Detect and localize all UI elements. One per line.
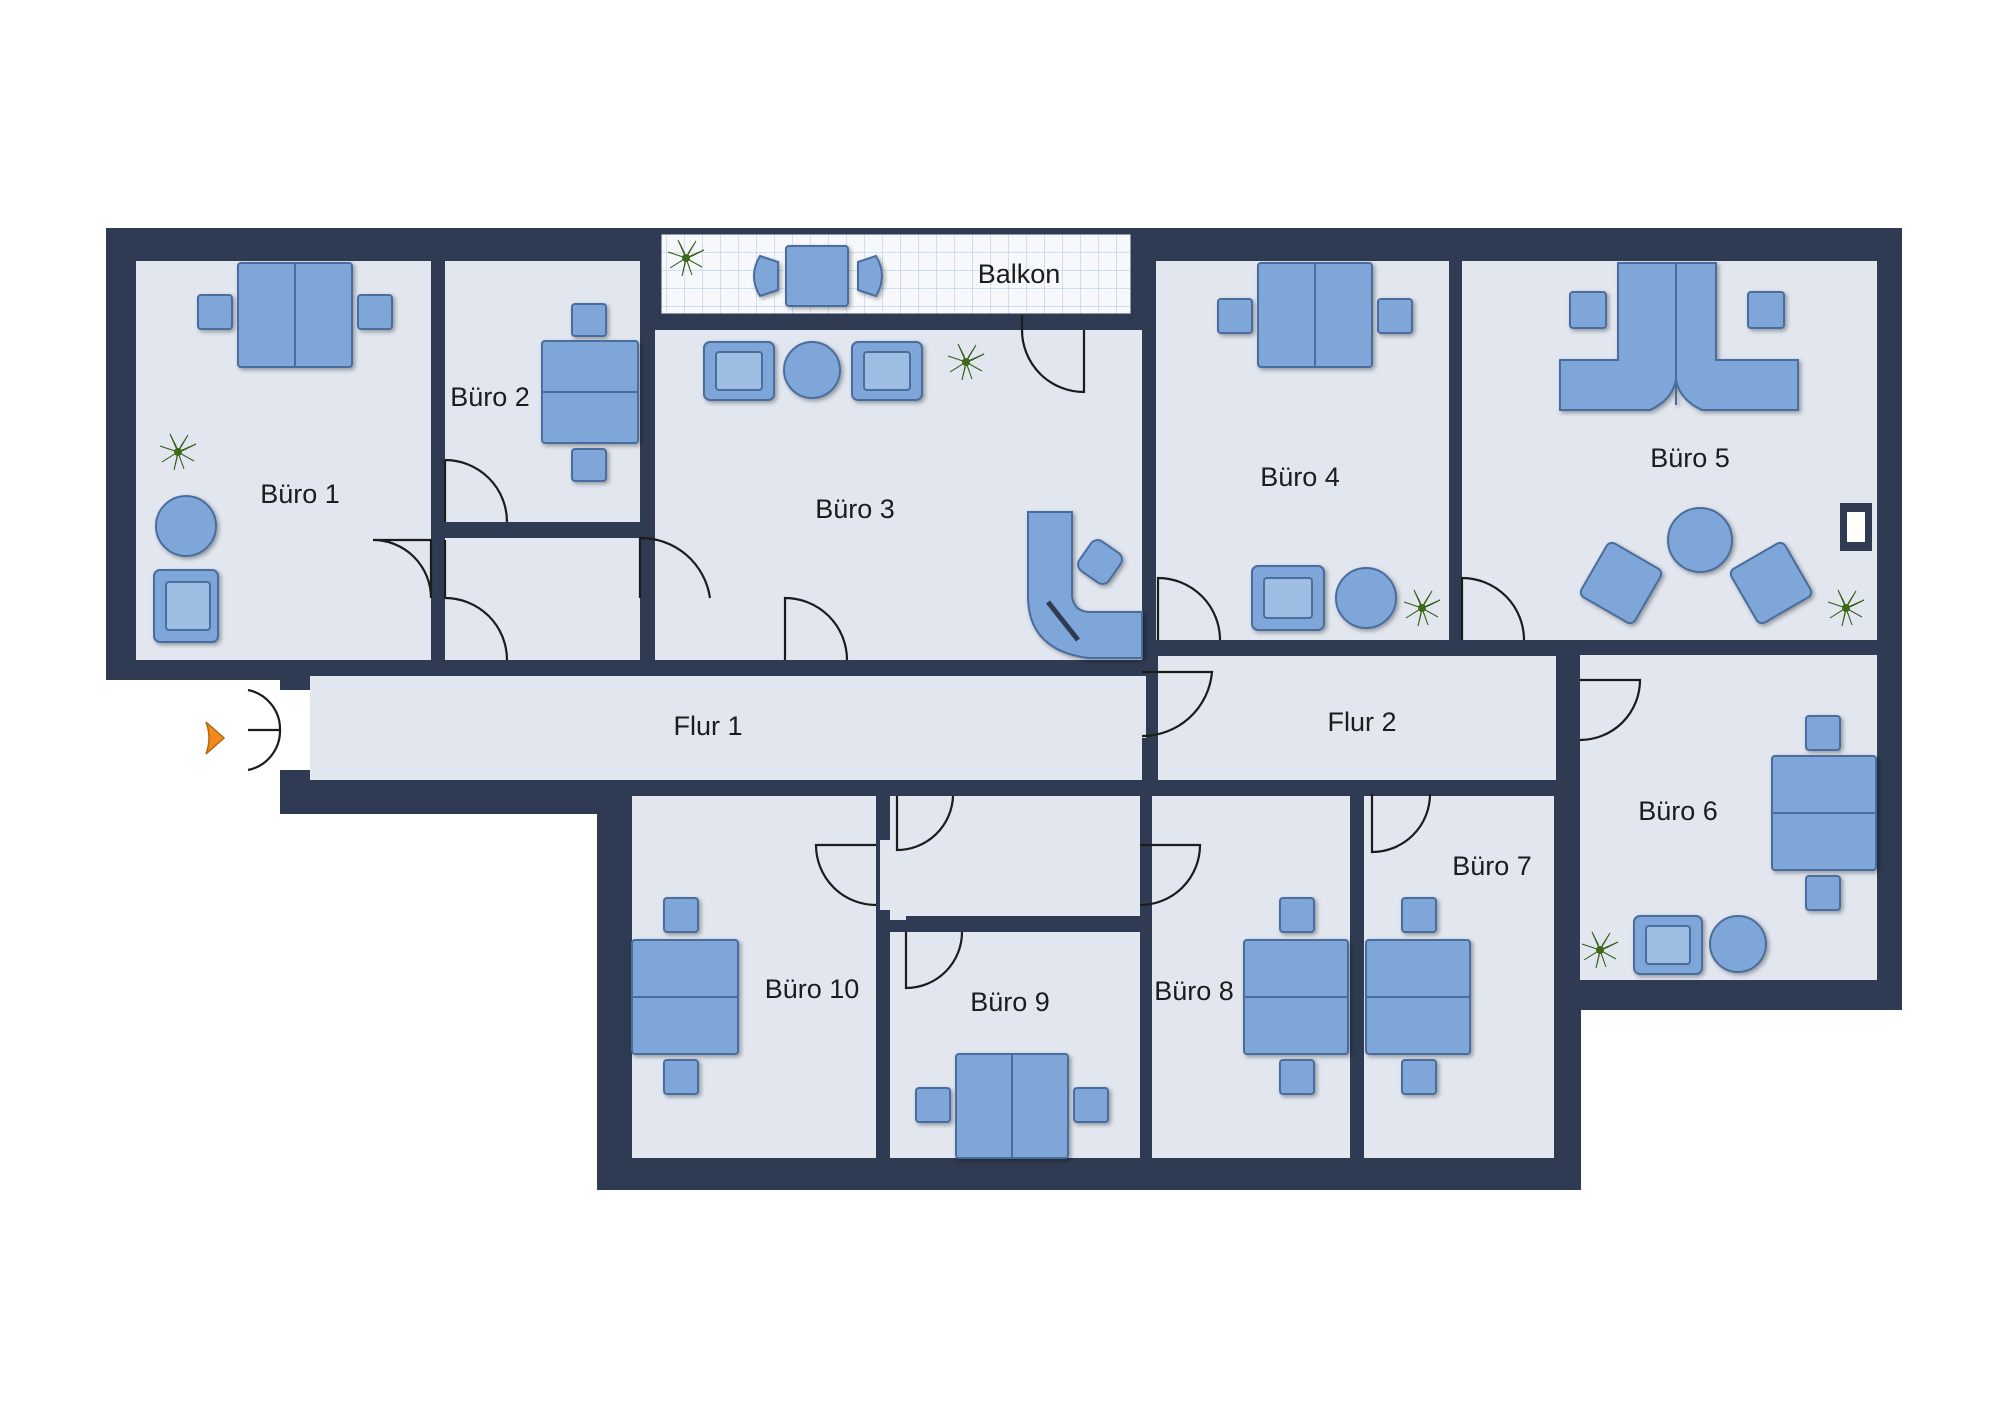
chair: [1279, 897, 1315, 933]
entrance-arrow-icon: [205, 721, 226, 755]
table: [785, 245, 849, 307]
chair: [753, 254, 779, 298]
room-label-buero7: Büro 7: [1452, 851, 1532, 881]
room-labels: Büro 1 Büro 2 Büro 3 Büro 4 Büro 5 Büro …: [260, 259, 1730, 1017]
round-table: [783, 341, 841, 399]
round-table: [1709, 915, 1767, 973]
chair: [1805, 715, 1841, 751]
lobby-floor: [445, 538, 640, 660]
chair: [197, 294, 233, 330]
flur1-floor: [310, 676, 1146, 780]
brand-name: onOffice: [1877, 899, 1897, 978]
room-label-buero10: Büro 10: [765, 974, 860, 1004]
vestibule-floor: [880, 796, 1140, 920]
room-label-buero4: Büro 4: [1260, 462, 1340, 492]
brand-tagline: software: [1896, 933, 1902, 954]
interior-walls: [431, 261, 1580, 1160]
chair: [1805, 875, 1841, 911]
doors: [247, 315, 1642, 990]
room-label-flur2: Flur 2: [1327, 707, 1396, 737]
room-label-buero9: Büro 9: [970, 987, 1050, 1017]
chair: [1217, 298, 1253, 334]
brand-logo: onOffice software: [1877, 899, 1902, 978]
room-label-buero8: Büro 8: [1154, 976, 1234, 1006]
balcony: [658, 231, 1134, 317]
chair: [1569, 291, 1607, 329]
furniture: [153, 245, 1877, 1159]
round-table: [1335, 567, 1397, 629]
chair: [1401, 1059, 1437, 1095]
chair: [1073, 1087, 1109, 1123]
armchair: [1579, 541, 1663, 625]
room-label-balkon: Balkon: [978, 259, 1061, 289]
flur2-floor: [1158, 656, 1556, 780]
room-label-buero6: Büro 6: [1638, 796, 1718, 826]
room-label-buero1: Büro 1: [260, 479, 340, 509]
room-label-buero5: Büro 5: [1650, 443, 1730, 473]
round-table: [155, 495, 217, 557]
chair: [663, 897, 699, 933]
chimney-icon: [1840, 503, 1872, 551]
chair: [663, 1059, 699, 1095]
armchair: [1729, 541, 1813, 625]
room-label-buero3: Büro 3: [815, 494, 895, 524]
chair: [1747, 291, 1785, 329]
room-label-flur1: Flur 1: [673, 711, 742, 741]
chair: [357, 294, 393, 330]
chair: [571, 448, 607, 482]
reception-desk: [1027, 511, 1143, 659]
chair: [571, 303, 607, 337]
chair: [1279, 1059, 1315, 1095]
office-chair: [1077, 539, 1123, 585]
room-label-buero2: Büro 2: [450, 382, 530, 412]
chair: [1401, 897, 1437, 933]
chair: [915, 1087, 951, 1123]
chair: [857, 254, 883, 298]
chair: [1377, 298, 1413, 334]
round-table: [1667, 507, 1733, 573]
